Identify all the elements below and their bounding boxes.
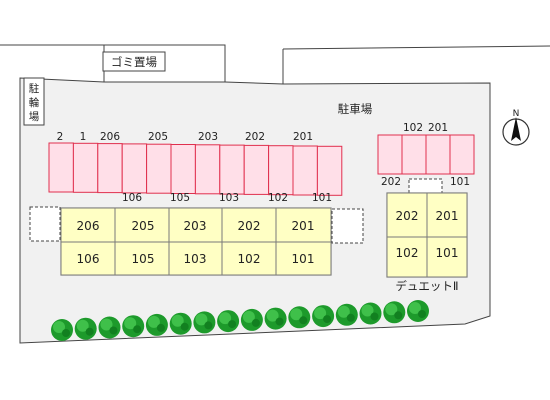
tree-icon [169,312,192,335]
parking-space [194,144,221,195]
parking-left-label-7: 201 [293,131,313,143]
bicycle-char-1: 駐 [29,82,40,95]
unit-201: 201 [292,219,315,233]
parking-left-label-2: 1 [80,131,87,143]
main-building [60,207,332,276]
tree-icon [193,311,216,334]
parking-right-bottom-label-1: 202 [381,176,401,188]
tree-icon [98,316,121,339]
parking-left-bottom-label-2: 105 [170,192,190,204]
north-label: N [513,109,520,119]
parking-space [243,144,270,195]
unit-103: 103 [184,252,207,266]
unit-cell [426,192,468,238]
road-edges [0,44,550,84]
tree-icon [51,319,73,341]
parking-left-bottom-label-3: 103 [219,192,239,204]
parking-right-label-2: 201 [428,122,448,134]
parking-space [170,144,196,194]
parking-space [401,134,427,175]
parking-label: 駐車場 [338,102,373,116]
duet-unit-202: 202 [396,209,419,223]
unit-203: 203 [184,219,207,233]
unit-cell [60,241,116,276]
tree-icon [383,301,406,324]
unit-cell [426,236,468,278]
parking-spaces-right [377,134,475,175]
parking-left-label-1: 2 [57,131,64,143]
parking-left-bottom-label-4: 102 [268,192,288,204]
tree-icon [145,313,168,336]
unit-105: 105 [132,252,155,266]
tree-row [51,300,429,341]
duet-unit-201: 201 [436,209,459,223]
bicycle-char-3: 場 [29,110,40,123]
parking-left-label-4: 205 [148,131,168,143]
bicycle-char-2: 輪 [29,96,40,109]
parking-left-bottom-label-5: 101 [312,192,332,204]
tree-icon [335,303,358,326]
unit-102: 102 [238,252,261,266]
parking-left-label-5: 203 [198,131,218,143]
unit-cell [221,241,277,276]
tree-icon [122,315,145,338]
tree-icon [240,308,263,331]
unit-cell [221,207,277,243]
garbage-label: ゴミ置場 [111,55,157,69]
unit-101: 101 [292,252,315,266]
building-name-label: デュエットⅡ [395,279,458,293]
parking-right-label-1: 102 [403,122,423,134]
tree-icon [407,300,429,322]
parking-space [146,143,172,194]
unit-202: 202 [238,219,261,233]
duet-unit-101: 101 [436,246,459,260]
unit-cell [386,236,428,278]
parking-space [219,144,245,195]
parking-space [268,145,294,196]
parking-space [316,145,343,196]
unit-cell [114,207,170,243]
unit-cell [275,241,332,276]
parking-space [72,142,99,193]
parking-space [377,134,403,175]
garbage-area: ゴミ置場 [102,44,226,83]
bicycle-parking: 駐 輪 場 [23,77,45,126]
unit-cell [275,207,332,243]
duet-building [386,192,468,278]
parking-space [48,142,74,193]
unit-205: 205 [132,219,155,233]
duet-unit-102: 102 [396,246,419,260]
unit-cell [386,192,428,238]
parking-space [449,134,475,175]
parking-left-label-6: 202 [245,131,265,143]
north-compass-icon: N [502,109,530,146]
dashed-outlines [29,178,443,244]
parking-space [292,145,318,196]
parking-left-bottom-label-1: 106 [122,192,142,204]
tree-icon [264,307,287,330]
parking-space [97,143,123,194]
unit-cell [168,241,223,276]
parking-spaces-left [48,142,343,196]
tree-icon [312,305,335,328]
parking-space [425,134,451,175]
tree-icon [217,310,240,333]
unit-206: 206 [77,219,100,233]
parking-left-label-3: 206 [100,131,120,143]
parking-right-bottom-label-2: 101 [450,176,470,188]
tree-icon [74,317,97,340]
unit-106: 106 [77,252,100,266]
tree-icon [359,302,382,325]
parking-space [121,143,148,194]
tree-icon [288,306,311,329]
